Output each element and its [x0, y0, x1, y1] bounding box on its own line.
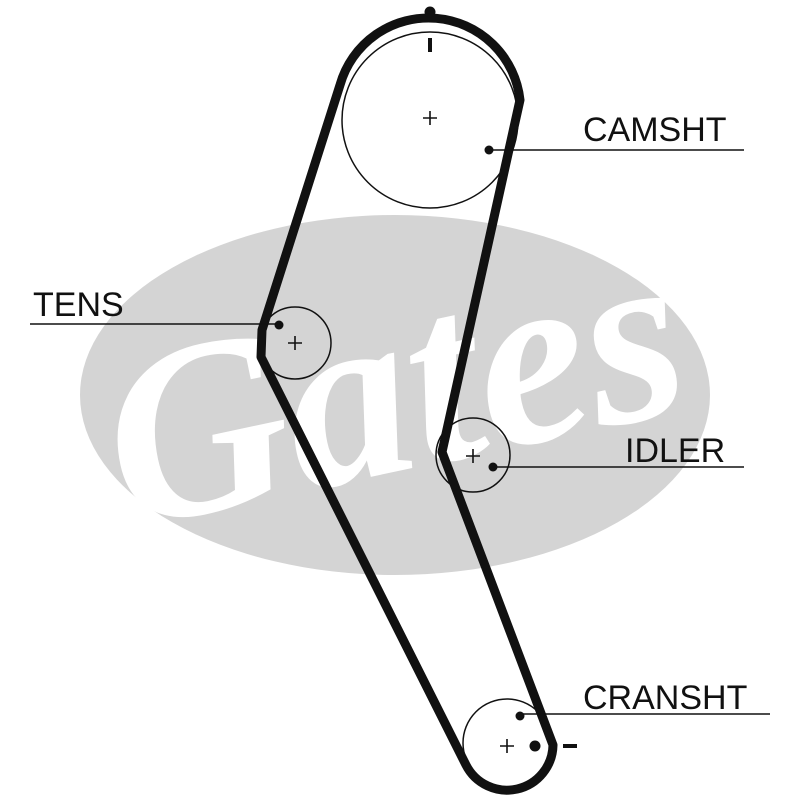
timing-marks: [424, 6, 577, 752]
top-timing-dot: [424, 6, 436, 18]
tensioner-leader-dot: [274, 320, 284, 330]
tensioner-centre-mark: [288, 336, 302, 350]
crankshaft-leader-dot: [515, 711, 525, 721]
idler-leader-dot: [488, 462, 498, 472]
pulley-centres: [288, 111, 514, 753]
crankshaft-timing-dot: [529, 740, 541, 752]
idler-label: IDLER: [625, 432, 725, 470]
crankshaft-centre-mark: [500, 739, 514, 753]
idler-pulley: [435, 417, 511, 493]
camshaft-centre-mark: [423, 111, 437, 125]
idler-centre-mark: [466, 449, 480, 463]
leaders: [30, 145, 770, 721]
tensioner-label: TENS: [33, 286, 124, 324]
camshaft-leader-dot: [484, 145, 494, 155]
camshaft-label: CAMSHT: [583, 111, 727, 149]
crankshaft-label: CRANSHT: [583, 679, 747, 717]
watermark-oval: [80, 215, 710, 575]
timing-belt: [256, 13, 558, 795]
gates-watermark: Gates: [79, 191, 710, 583]
